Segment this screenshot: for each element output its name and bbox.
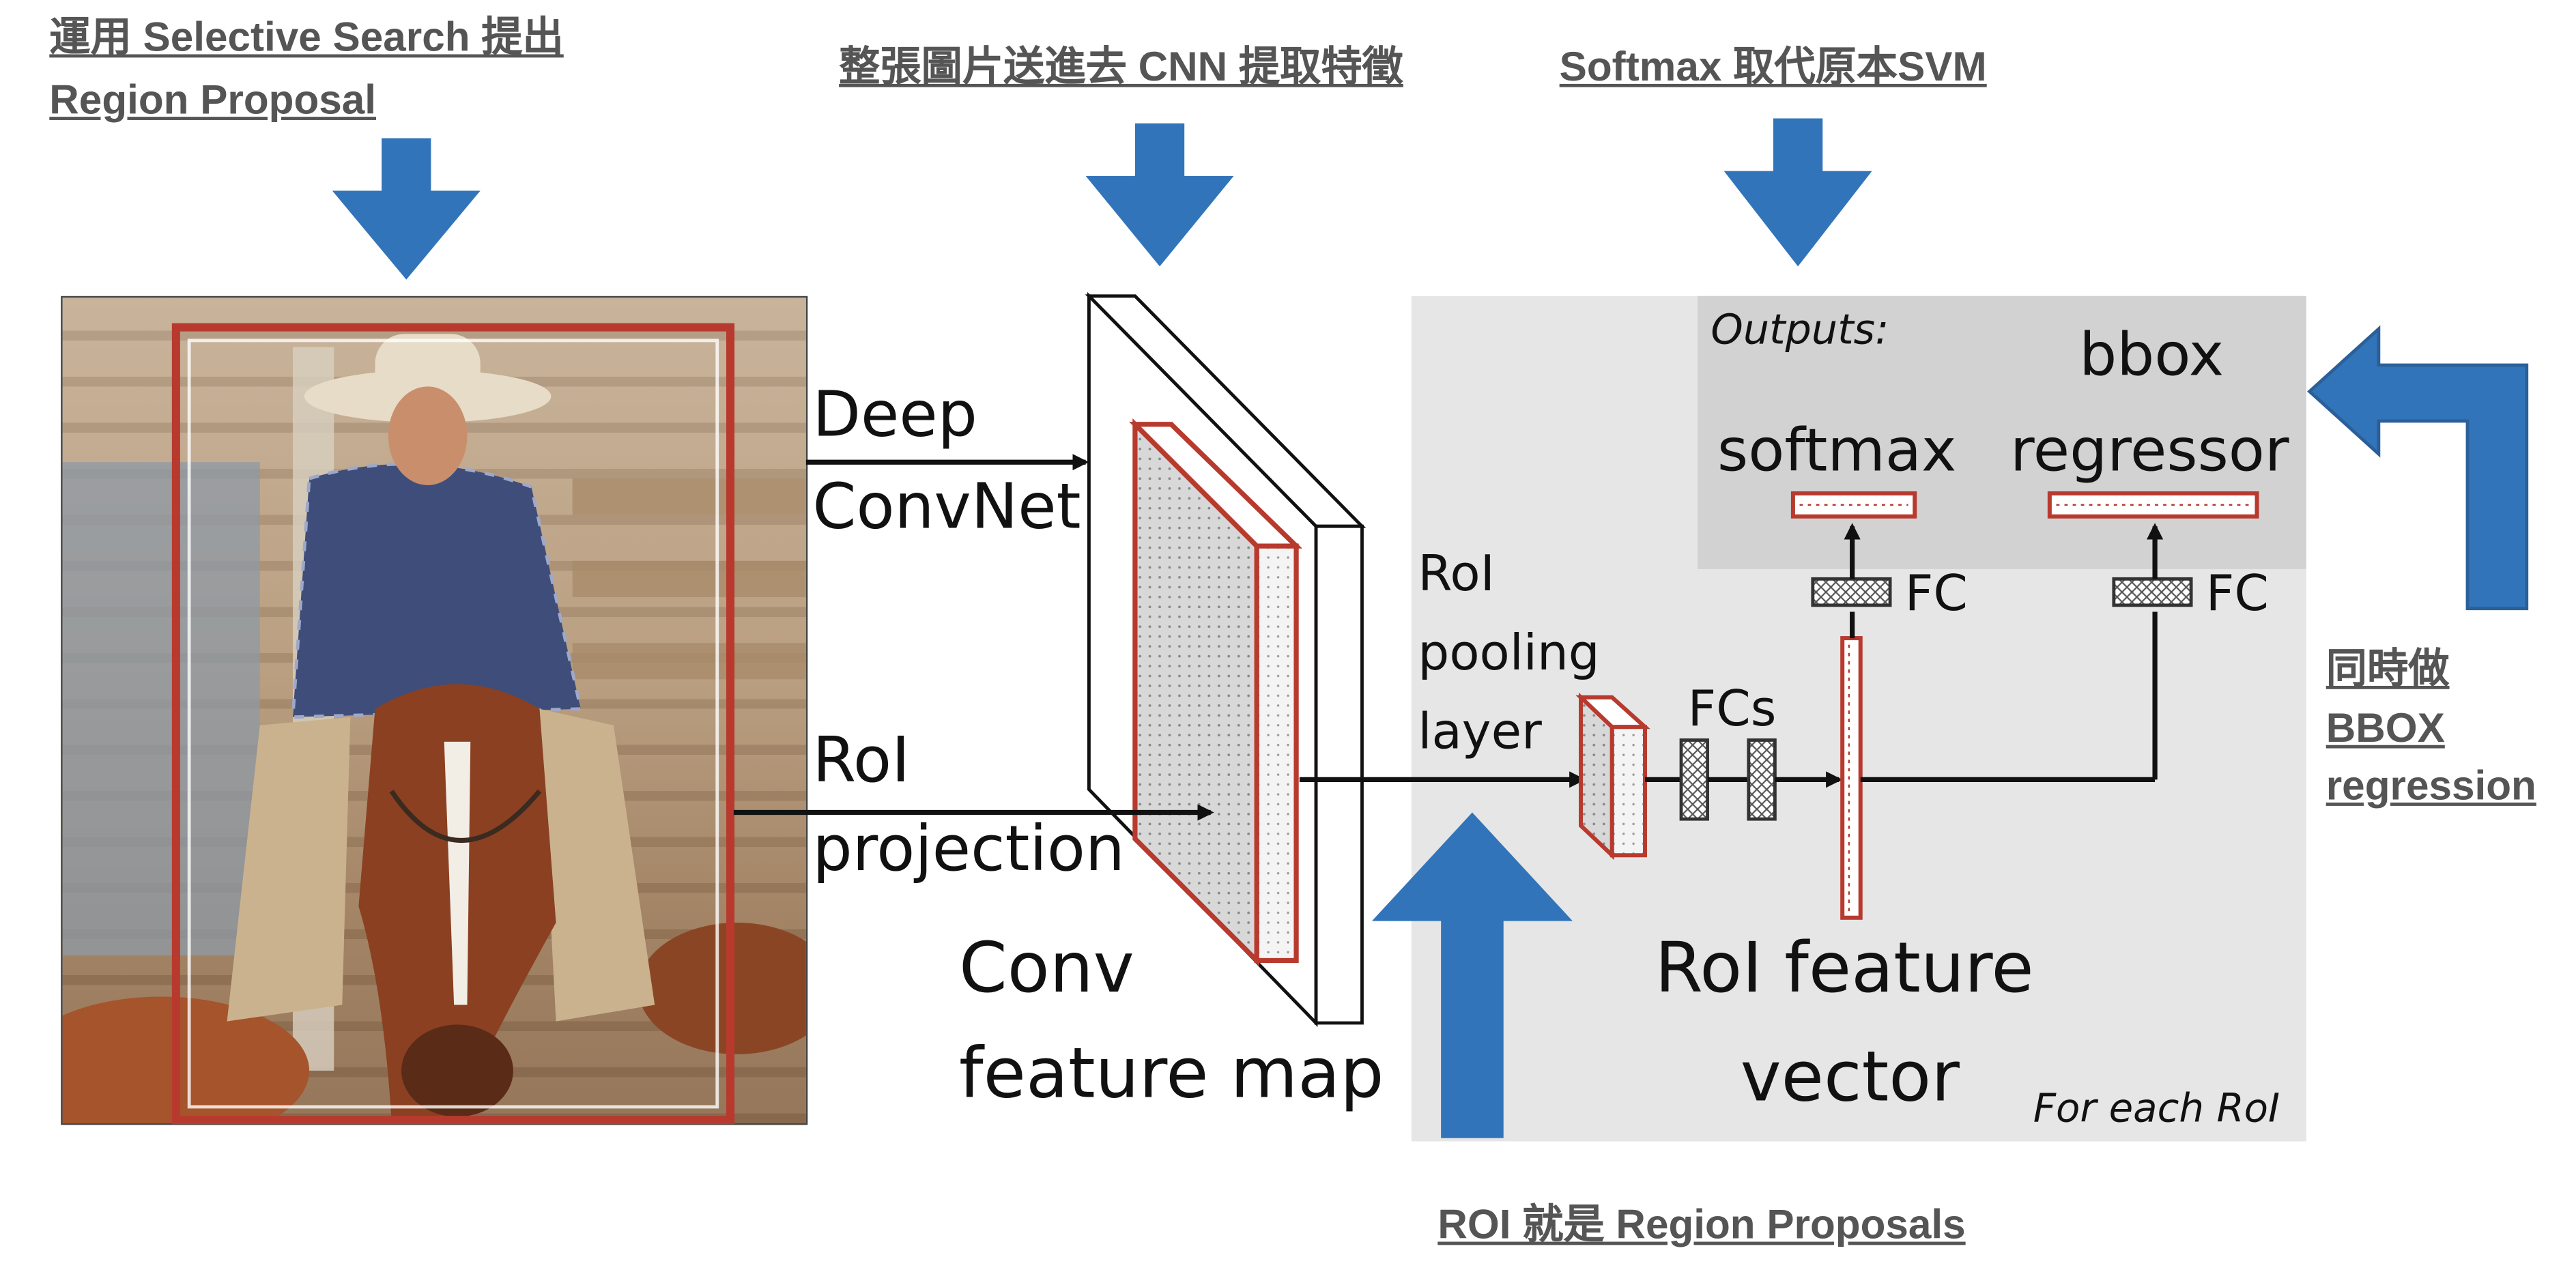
label-for-each-roi: For each RoI (2033, 1085, 2280, 1132)
arrow-down-cnn (1085, 123, 1234, 267)
label-conv: Conv (959, 927, 1134, 1009)
label-bbox: bbox (2079, 322, 2224, 390)
fc-bbox (2112, 577, 2193, 607)
roi-pooling-cube (1575, 692, 1650, 861)
annotation-bbox-line1: 同時做 (2325, 646, 2450, 693)
roi-region-feature-map (1129, 418, 1302, 967)
roi-box-photo (171, 323, 735, 1125)
label-roi-pooling-1: RoI (1418, 546, 1495, 604)
label-fc-softmax: FC (1904, 566, 1968, 624)
arrow-down-softmax (1723, 118, 1872, 267)
label-projection: projection (812, 812, 1125, 885)
annotation-region-proposal: Region Proposal (49, 77, 377, 124)
annotation-softmax-replaces-svm: Softmax 取代原本SVM (1559, 44, 1987, 91)
roi-feature-vector (1840, 636, 1863, 920)
fc-softmax (1811, 577, 1892, 607)
label-fc-bbox: FC (2205, 566, 2269, 624)
label-roi-feature: RoI feature (1655, 927, 2034, 1009)
input-photo (61, 295, 808, 1125)
annotation-selective-search: 運用 Selective Search 提出 (49, 14, 564, 61)
label-roi: RoI (812, 723, 911, 796)
label-feature-map: feature map (959, 1033, 1384, 1114)
label-outputs: Outputs: (1711, 306, 1889, 354)
bbox-output-bar (2047, 491, 2259, 519)
annotation-roi-region-proposals: ROI 就是 Region Proposals (1437, 1202, 1966, 1249)
fc-layer-1 (1679, 738, 1709, 821)
label-fcs: FCs (1687, 680, 1777, 739)
label-softmax: softmax (1717, 418, 1957, 485)
fc-layer-2 (1747, 738, 1777, 821)
label-vector: vector (1740, 1036, 1960, 1117)
label-roi-pooling-3: layer (1418, 704, 1542, 762)
arrow-up-roi (1371, 812, 1573, 1138)
annotation-bbox-line2: BBOX (2325, 705, 2445, 752)
arrow-down-region-proposal (332, 138, 481, 280)
photo-illustration (62, 334, 806, 1124)
annotation-whole-image-cnn: 整張圖片送進去 CNN 提取特徵 (839, 44, 1403, 91)
outputs-panel (1698, 295, 2306, 569)
label-regressor: regressor (2010, 418, 2289, 485)
softmax-output-bar (1790, 491, 1917, 519)
label-convnet: ConvNet (812, 470, 1081, 543)
arrow-bbox-regression (2307, 325, 2529, 611)
annotation-bbox-line3: regression (2325, 763, 2536, 809)
label-roi-pooling-2: pooling (1418, 624, 1600, 683)
label-deep: Deep (812, 378, 977, 451)
